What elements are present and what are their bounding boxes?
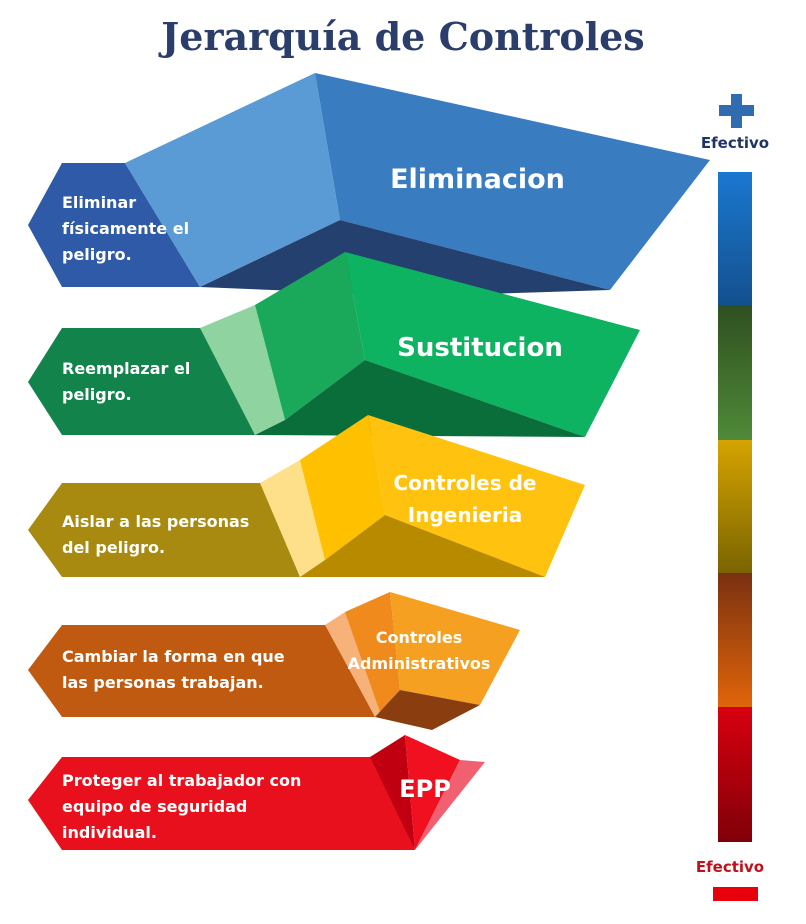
minus-icon <box>713 887 758 901</box>
description-line: peligro. <box>62 245 132 264</box>
description-administrativos: Cambiar la forma en que las personas tra… <box>62 644 285 696</box>
scale-segment-yellow <box>718 440 752 573</box>
description-line: Proteger al trabajador con <box>62 771 302 790</box>
label-line: Controles de <box>393 471 537 495</box>
label-line: Ingenieria <box>407 503 523 527</box>
label-line: Administrativos <box>347 654 491 673</box>
description-line: Eliminar <box>62 193 137 212</box>
scale-segment-orange <box>718 573 752 707</box>
funnel-right-face <box>315 73 710 290</box>
description-line: las personas trabajan. <box>62 673 264 692</box>
label-sustitucion: Sustitucion <box>397 333 563 363</box>
funnel-light-face <box>260 460 325 577</box>
level-epp-shape <box>28 735 485 850</box>
funnel-right-face <box>368 415 585 577</box>
description-line: Aislar a las personas <box>62 512 250 531</box>
description-line: físicamente el <box>62 219 190 238</box>
description-sustitucion: Reemplazar el peligro. <box>62 356 190 408</box>
description-line: Reemplazar el <box>62 359 191 378</box>
label-epp: EPP <box>399 775 451 803</box>
banner-arrow <box>28 625 375 717</box>
banner-arrow <box>28 483 300 577</box>
plus-icon <box>719 94 754 128</box>
page-title: Jerarquía de Controles <box>161 14 645 59</box>
banner-arrow <box>28 328 255 435</box>
level-ingenieria-shape <box>28 415 585 577</box>
funnel-bottom-face <box>200 220 610 296</box>
scale-segment-blue <box>718 172 752 305</box>
funnel-light-face <box>200 305 285 435</box>
funnel-left-face <box>125 73 340 287</box>
label-line: Controles <box>375 628 463 647</box>
funnel-bottom-face <box>375 690 480 730</box>
level-eliminacion-shape <box>28 73 710 296</box>
funnel-right-face <box>405 735 460 850</box>
description-line: del peligro. <box>62 538 166 557</box>
description-line: individual. <box>62 823 157 842</box>
banner-arrow <box>28 163 200 287</box>
label-eliminacion: Eliminacion <box>390 164 565 195</box>
level-administrativos-shape <box>28 592 520 730</box>
description-line: equipo de seguridad <box>62 797 248 816</box>
funnel-bottom-face <box>255 360 585 437</box>
description-line: Cambiar la forma en que <box>62 647 285 666</box>
funnel-left-face <box>345 592 400 712</box>
banner-arrow <box>28 757 415 850</box>
funnel-left-face <box>370 735 415 850</box>
funnel-left-face <box>300 415 385 560</box>
description-epp: Proteger al trabajador con equipo de seg… <box>62 768 301 846</box>
description-ingenieria: Aislar a las personas del peligro. <box>62 509 249 561</box>
level-sustitucion-shape <box>28 252 640 437</box>
scale-bottom-label: Efectivo <box>695 858 765 876</box>
funnel-bottom-face <box>300 515 545 577</box>
funnel-right-face <box>345 252 640 437</box>
funnel-right-face <box>390 592 520 705</box>
funnel-left-face <box>255 252 365 420</box>
description-line: peligro. <box>62 385 132 404</box>
scale-segment-red <box>718 707 752 842</box>
label-administrativos: Controles Administrativos <box>338 625 500 677</box>
label-ingenieria: Controles de Ingenieria <box>385 467 545 531</box>
funnel-light-face <box>415 760 485 850</box>
scale-top-label: Efectivo <box>700 134 770 152</box>
description-eliminacion: Eliminar físicamente el peligro. <box>62 190 189 268</box>
scale-segment-green <box>718 305 752 440</box>
